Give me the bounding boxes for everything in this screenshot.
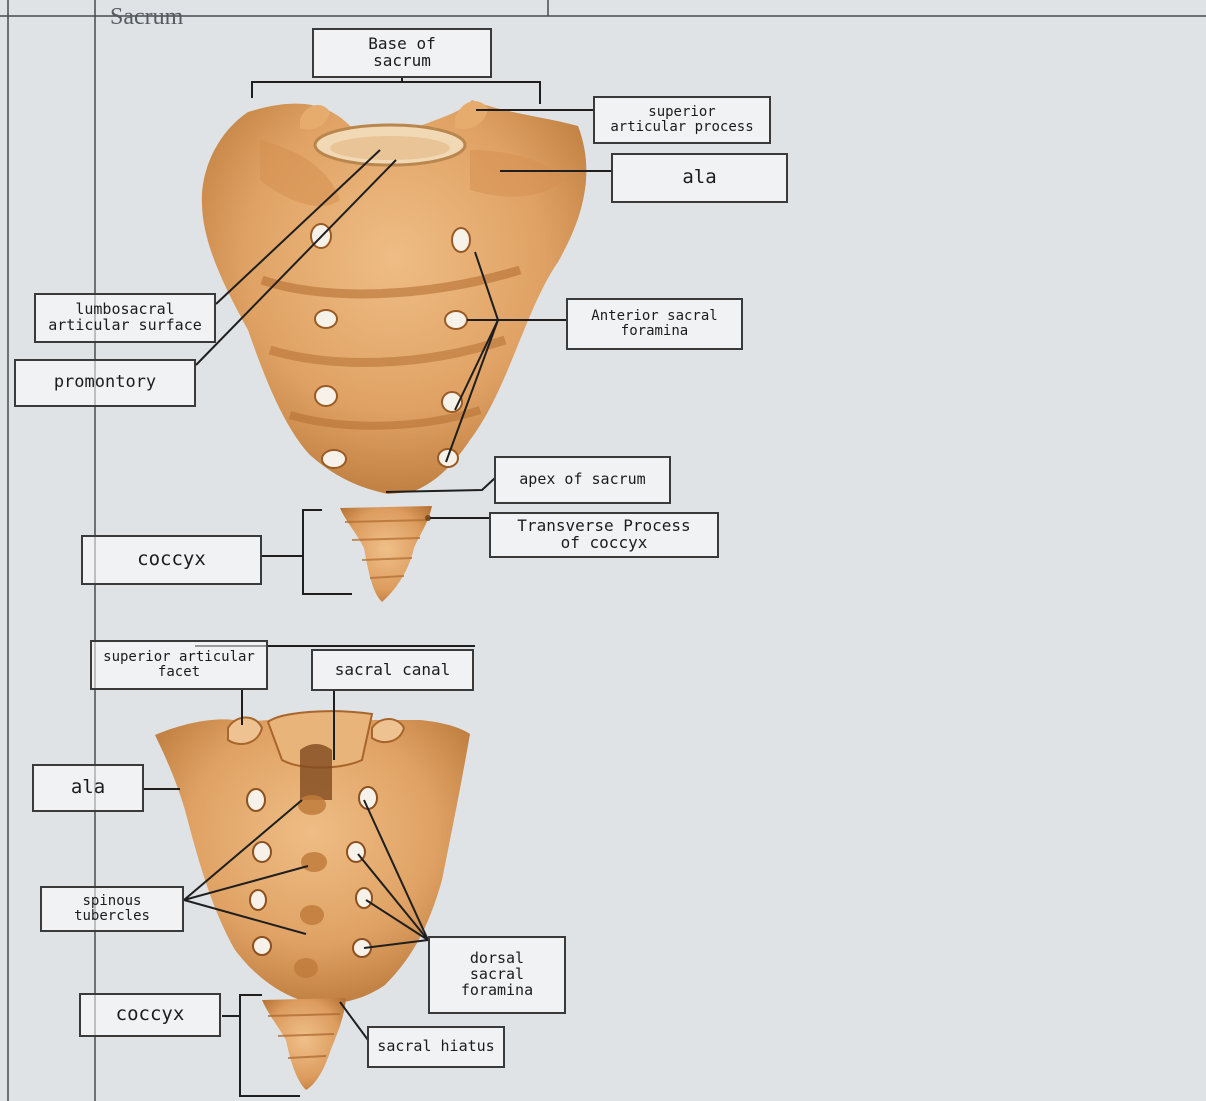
label-base-of-sacrum: Base of sacrum	[312, 28, 492, 78]
label-transverse-process-of-coccyx: Transverse Process of coccyx	[489, 512, 719, 558]
label-ala-anterior: ala	[611, 153, 788, 203]
label-ala-posterior: ala	[32, 764, 144, 812]
label-spinous-tubercles: spinous tubercles	[40, 886, 184, 932]
label-sacral-hiatus: sacral hiatus	[367, 1026, 505, 1068]
label-coccyx-anterior: coccyx	[81, 535, 262, 585]
label-promontory: promontory	[14, 359, 196, 407]
label-lumbosacral-articular-surface: lumbosacral articular surface	[34, 293, 216, 343]
label-coccyx-posterior: coccyx	[79, 993, 221, 1037]
label-apex-of-sacrum: apex of sacrum	[494, 456, 671, 504]
page-title: Sacrum	[110, 4, 183, 31]
label-dorsal-sacral-foramina: dorsal sacral foramina	[428, 936, 566, 1014]
label-sacral-canal: sacral canal	[311, 649, 474, 691]
label-superior-articular-process: superior articular process	[593, 96, 771, 144]
label-superior-articular-facet: superior articular facet	[90, 640, 268, 690]
label-anterior-sacral-foramina: Anterior sacral foramina	[566, 298, 743, 350]
